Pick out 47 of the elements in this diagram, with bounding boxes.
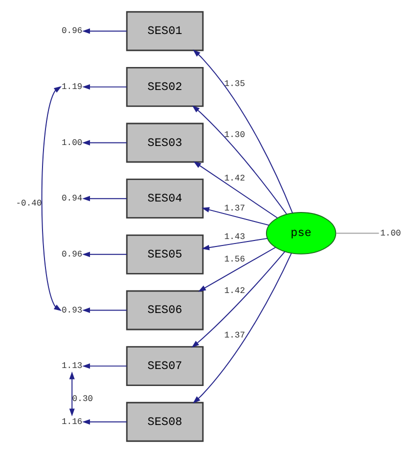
node-text: 0.96 (61, 250, 82, 260)
edge-label: 1.42 (224, 173, 245, 184)
edge-label: 1.42 (224, 286, 245, 296)
node-text: 1.13 (61, 361, 82, 372)
arrow (68, 371, 74, 416)
arrow (82, 28, 127, 34)
node-box: SES07 (126, 346, 204, 386)
arrow (82, 140, 127, 146)
node-box: SES05 (126, 234, 204, 274)
edge-label: 1.35 (224, 79, 245, 90)
node-text: 0.93 (61, 305, 82, 316)
edge-label: 1.37 (224, 203, 245, 214)
node-text: 0.94 (61, 194, 82, 204)
arrow (82, 252, 127, 258)
arrow (82, 308, 127, 313)
node-box: SES04 (126, 178, 204, 219)
node-text: 1.00 (61, 138, 82, 148)
node-box: SES02 (126, 66, 204, 107)
node-text: 1.19 (61, 82, 82, 92)
arrow (82, 84, 127, 90)
node-text: 1.00 (380, 228, 400, 238)
node-text: 1.16 (61, 417, 82, 428)
node-box: SES01 (126, 11, 204, 52)
edge-label: 1.43 (224, 232, 245, 242)
arrow (192, 105, 287, 214)
arrow (192, 252, 292, 404)
arrow (40, 86, 62, 312)
arrow (201, 238, 268, 250)
arrow (82, 419, 127, 425)
arrow (82, 196, 127, 202)
node-ellipse: pse (265, 212, 336, 254)
arrow (192, 50, 292, 214)
arrow (82, 363, 127, 369)
arrow (201, 207, 269, 226)
arrow (190, 251, 285, 348)
edge-label: 1.30 (224, 130, 245, 140)
edge-label: 1.56 (224, 254, 245, 264)
edge-label: -0.40 (15, 198, 42, 208)
edge-label: 0.30 (72, 394, 92, 404)
node-text: 0.96 (61, 26, 82, 36)
edge-label: 1.37 (224, 330, 245, 340)
connector (334, 232, 379, 234)
node-box: SES03 (126, 122, 204, 163)
node-box: SES06 (126, 290, 204, 330)
arrow (198, 246, 276, 292)
node-box: SES08 (126, 402, 204, 442)
arrow (192, 161, 278, 218)
